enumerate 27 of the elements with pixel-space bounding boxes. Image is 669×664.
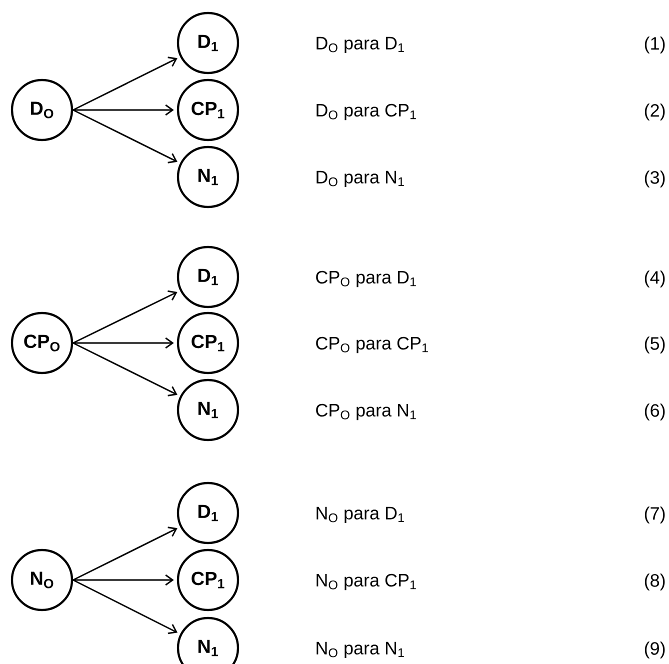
equation-number: (7) — [644, 506, 665, 524]
row-text: CP$_{O}$ para D$_{1}$ — [316, 270, 416, 288]
row-text: D$_{O}$ para D$_{1}$ — [316, 36, 404, 54]
row-text: N$_{O}$ para CP$_{1}$ — [316, 574, 416, 590]
arrow — [72, 579, 178, 634]
row-text: D$_{O}$ para CP$_{1}$ — [316, 104, 416, 120]
row-text: D$_{O}$ para N$_{1}$ — [316, 170, 404, 188]
row-text: CP$_{O}$ para CP$_{1}$ — [316, 336, 428, 354]
equation-number: (1) — [644, 36, 665, 54]
equation-number: (5) — [644, 336, 665, 354]
arrow — [72, 290, 178, 344]
equation-number: (2) — [644, 104, 665, 120]
equation-number: (6) — [644, 404, 665, 420]
arrow — [72, 342, 178, 396]
arrow — [72, 109, 178, 164]
arrow — [73, 574, 174, 586]
equation-number: (9) — [644, 642, 665, 658]
arrow — [73, 337, 174, 349]
row-text: CP$_{O}$ para N$_{1}$ — [316, 404, 416, 420]
arrow — [72, 526, 178, 581]
arrow — [72, 56, 178, 111]
row-text: N$_{O}$ para D$_{1}$ — [316, 506, 404, 524]
equation-number: (3) — [644, 170, 665, 188]
equation-number: (4) — [644, 270, 665, 288]
arrow — [73, 104, 174, 116]
equation-number: (8) — [644, 574, 665, 590]
row-text: N$_{O}$ para N$_{1}$ — [316, 642, 404, 658]
